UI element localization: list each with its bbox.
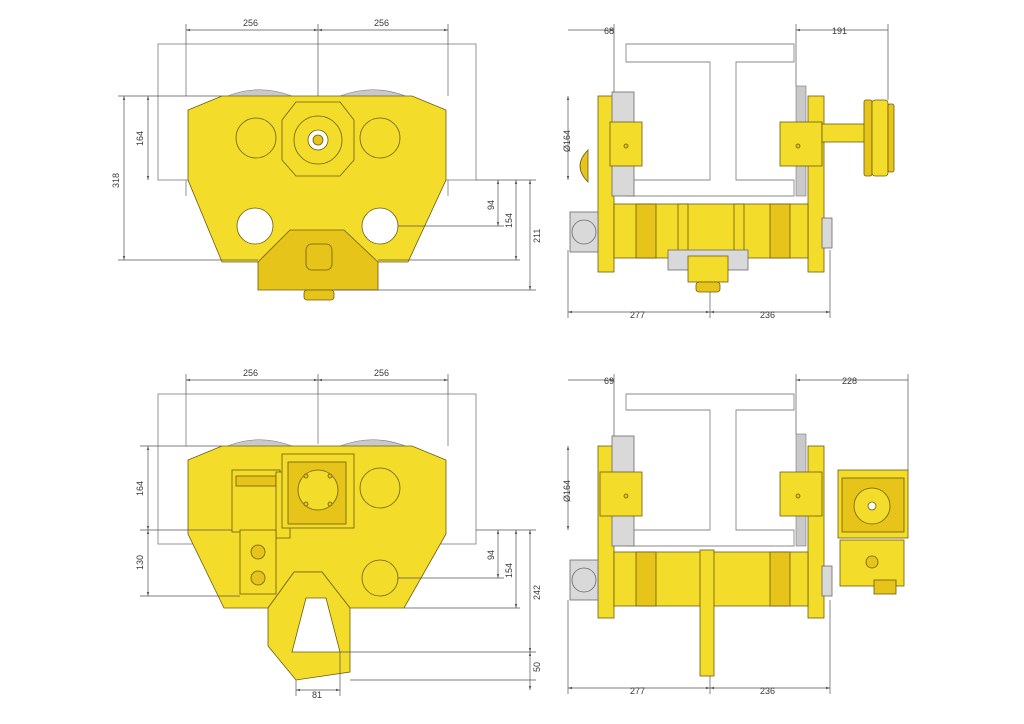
dim-bl-w-left: 256 [243,368,258,378]
dim-tr-top-191: 191 [832,26,847,36]
dim-tl-w-left: 256 [243,18,258,28]
dim-bl-h-94: 94 [486,550,496,560]
dim-tl-h-154: 154 [504,213,514,228]
dim-bl-w-right: 256 [374,368,389,378]
dim-br-bot-277: 277 [630,686,645,696]
dim-bl-h-242: 242 [532,585,542,600]
dim-tl-h-318: 318 [111,173,121,188]
dim-tl-h-164: 164 [135,131,145,146]
dim-tr-bot-277: 277 [630,310,645,320]
dim-bl-w-81: 81 [312,690,322,700]
view-side-top: 68 191 Ø164 277 236 [562,24,895,320]
dim-br-top-228: 228 [842,376,857,386]
dim-bl-h-164: 164 [135,481,145,496]
dim-tl-h-211: 211 [532,229,542,243]
dim-br-diam: Ø164 [562,480,572,502]
dim-bl-h-50: 50 [532,662,542,672]
view-side-bottom: 69 228 Ø164 277 236 [562,374,909,696]
dim-tr-top-68: 68 [604,26,614,36]
dim-tr-diam: Ø164 [562,130,572,152]
dim-bl-h-130: 130 [135,555,145,570]
view-front-top: 256 256 164 318 94 154 211 [111,18,542,301]
view-front-bottom: 256 256 164 130 94 154 242 50 81 [135,368,542,700]
dim-bl-h-154: 154 [504,563,514,578]
dim-tl-w-right: 256 [374,18,389,28]
dim-br-top-69: 69 [604,376,614,386]
dim-tl-h-94: 94 [486,200,496,210]
dim-br-bot-236: 236 [760,686,775,696]
dim-tr-bot-236: 236 [760,310,775,320]
